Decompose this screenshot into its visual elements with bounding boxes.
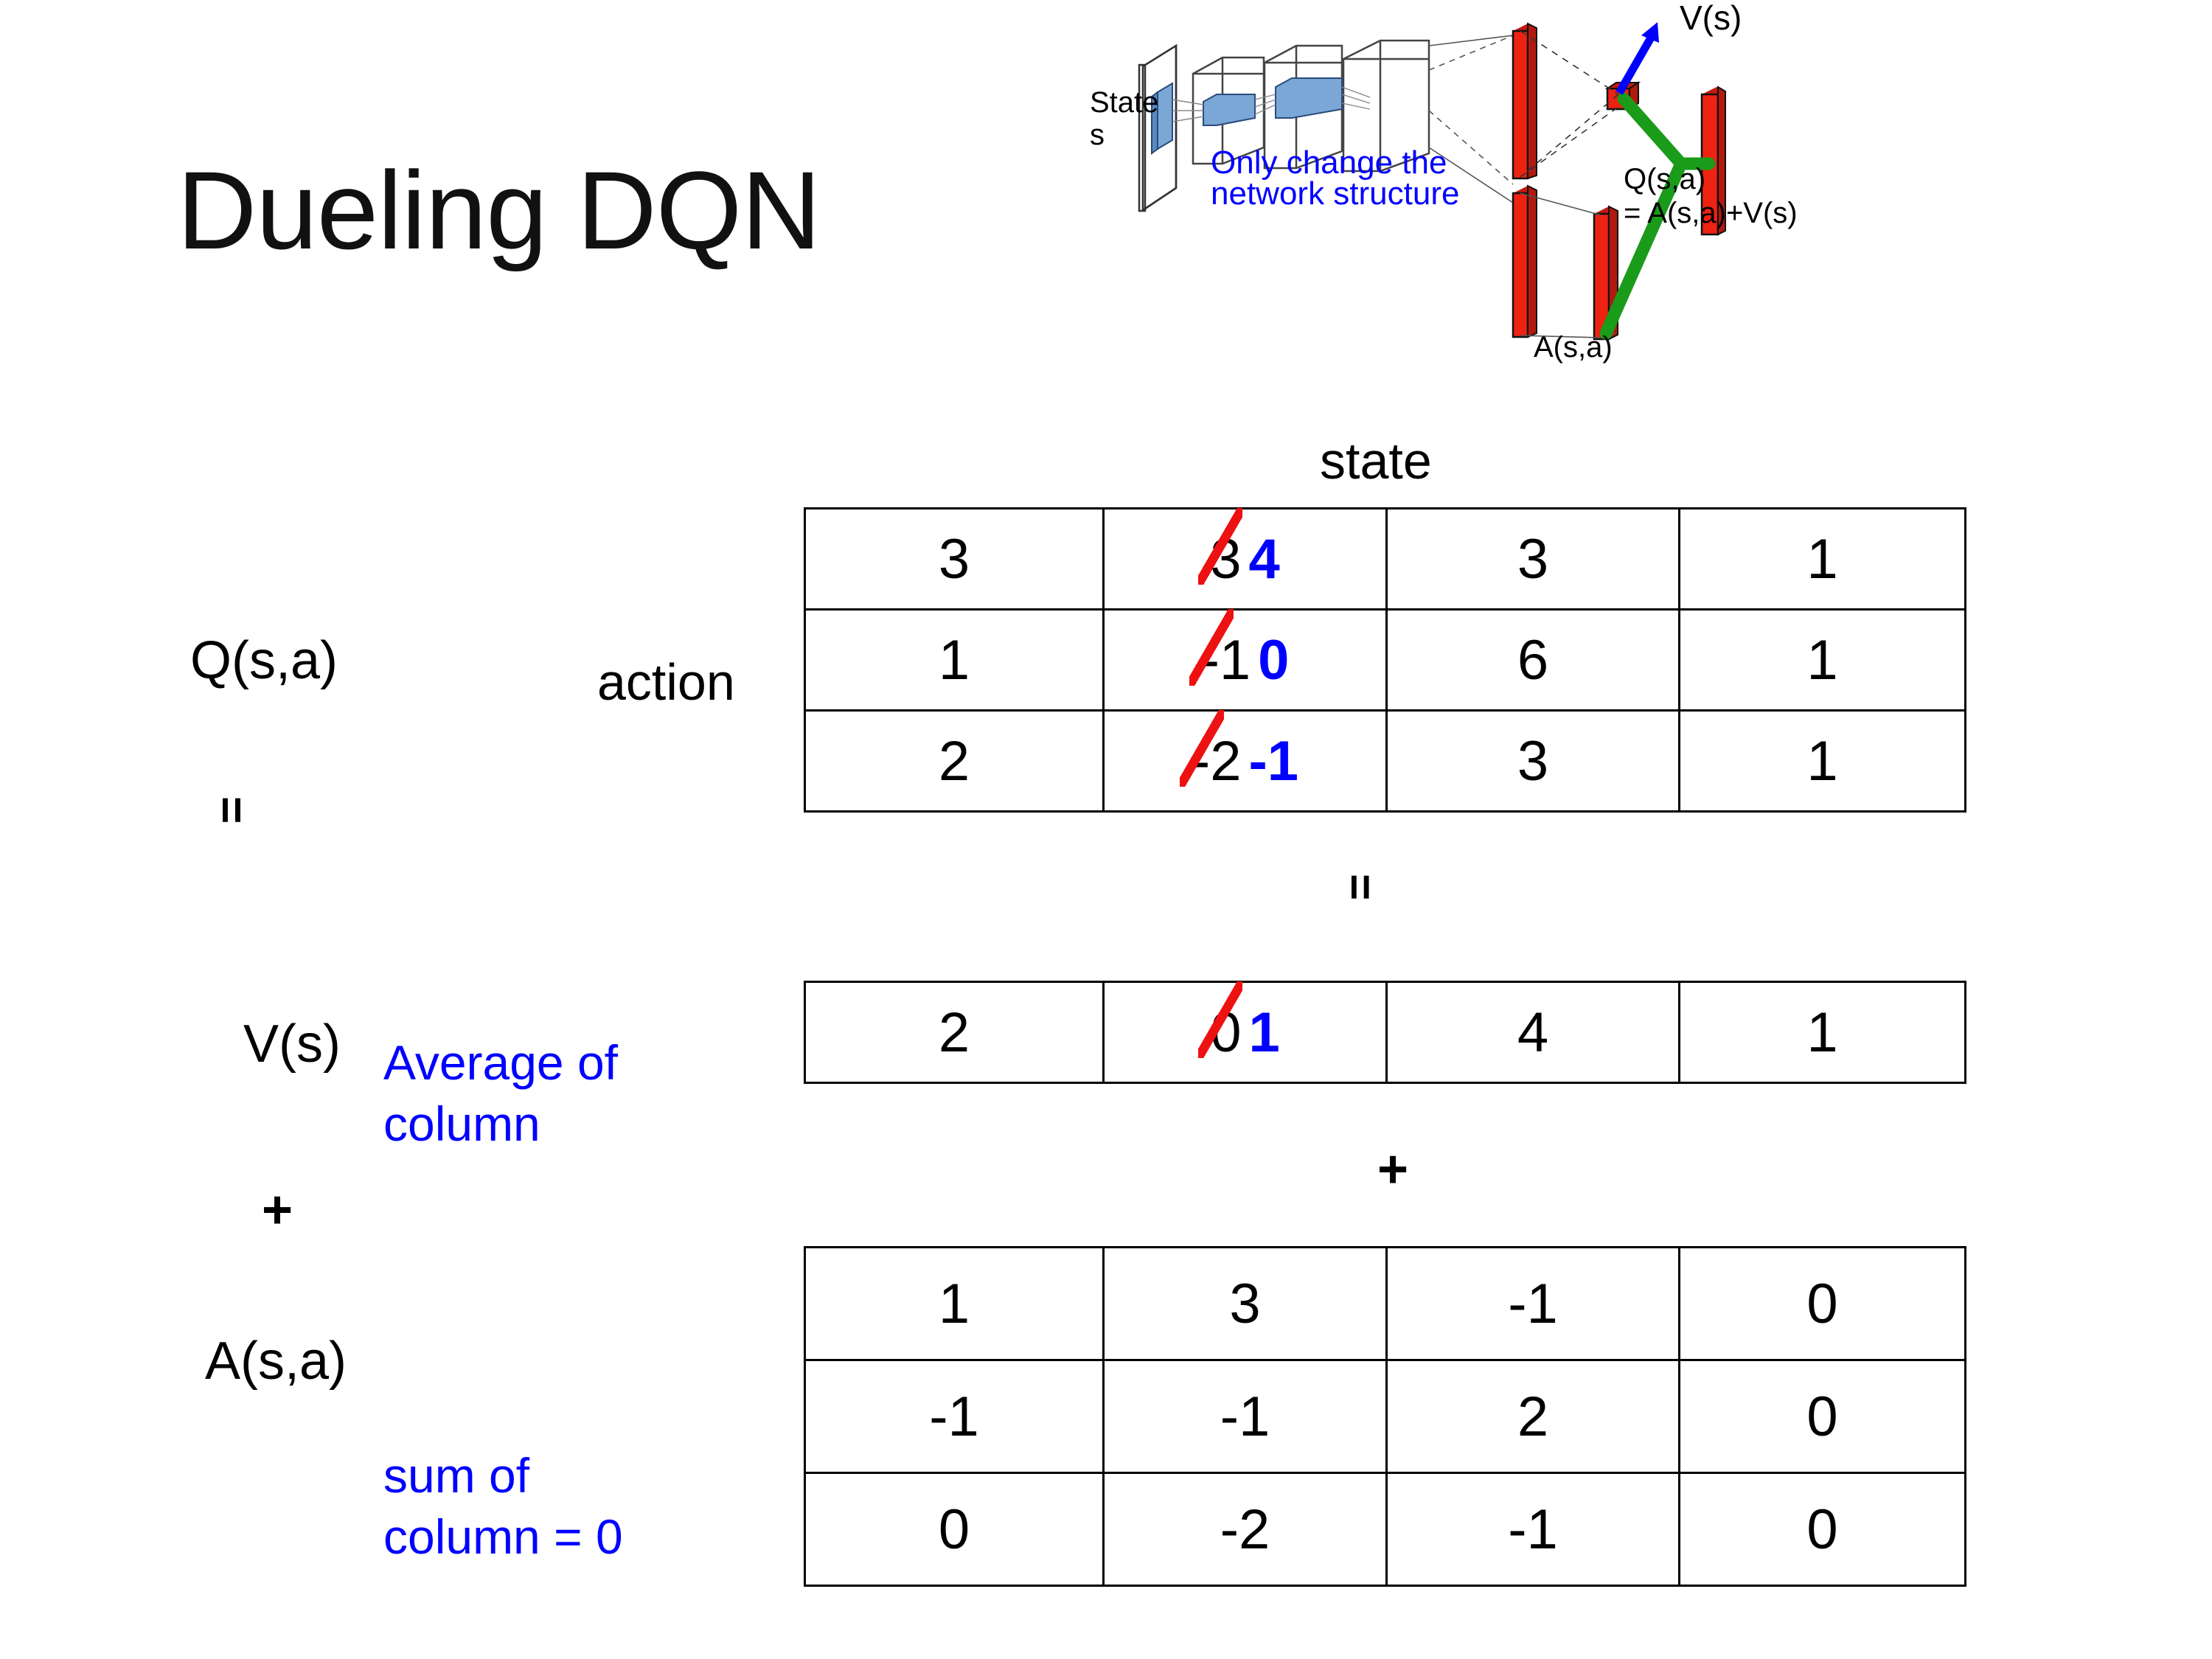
sum-note-line1: sum of bbox=[383, 1448, 530, 1503]
table-cell: 2 bbox=[804, 981, 1105, 1084]
value-arrow bbox=[1615, 22, 1659, 95]
plus-sign-between-tables: + bbox=[1377, 1140, 1409, 1199]
value-stream-label: V(s) bbox=[1680, 0, 1742, 37]
advantage-bar-1 bbox=[1512, 184, 1537, 338]
a-function-label: A(s,a) bbox=[205, 1332, 347, 1391]
average-of-column-note: Average of column bbox=[383, 1032, 618, 1154]
table-cell: 3 bbox=[804, 507, 1105, 611]
table-cell: 0 bbox=[804, 1472, 1105, 1587]
action-axis-label: action bbox=[597, 653, 735, 711]
table-cell: 3 bbox=[1385, 709, 1680, 813]
state-axis-label: state bbox=[1320, 432, 1432, 490]
equals-sign-q-v: = bbox=[206, 796, 259, 824]
struck-old-value: 3 bbox=[1198, 507, 1243, 591]
dueling-network-diagram: State s Only change the network structur… bbox=[1090, 0, 2212, 413]
table-cell: 1 bbox=[1678, 981, 1966, 1084]
struck-old-value: -2 bbox=[1180, 709, 1242, 793]
v-function-label: V(s) bbox=[243, 1015, 341, 1074]
q-function-label: Q(s,a) bbox=[190, 631, 338, 690]
table-cell: -1 bbox=[1385, 1472, 1680, 1587]
sum-note-line2: column = 0 bbox=[383, 1509, 623, 1564]
network-note-line2: network structure bbox=[1211, 175, 1460, 212]
table-cell: 1 bbox=[804, 1246, 1105, 1361]
struck-old-value: 0 bbox=[1198, 981, 1243, 1064]
equals-sign-between-tables: = bbox=[1335, 874, 1385, 901]
table-cell: -2 bbox=[1102, 1472, 1388, 1587]
table-cell: 3 bbox=[1385, 507, 1680, 611]
new-value: 0 bbox=[1258, 628, 1290, 692]
sum-of-column-note: sum of column = 0 bbox=[383, 1445, 623, 1567]
table-cell: 2 bbox=[804, 709, 1105, 813]
new-value: -1 bbox=[1248, 729, 1299, 793]
table-cell: 6 bbox=[1385, 608, 1680, 712]
state-input-label-line1: State bbox=[1090, 86, 1159, 119]
table-cell: 0 bbox=[1678, 1359, 1966, 1474]
table-cell: 1 bbox=[1678, 608, 1966, 712]
table-cell: -1 bbox=[1385, 1246, 1680, 1361]
new-value: 4 bbox=[1248, 527, 1280, 591]
table-cell-edited: -2-1 bbox=[1102, 709, 1388, 813]
table-cell: 1 bbox=[804, 608, 1105, 712]
table-cell: 0 bbox=[1678, 1472, 1966, 1587]
table-cell: 0 bbox=[1678, 1246, 1966, 1361]
advantage-stream-label: A(s,a) bbox=[1534, 331, 1613, 364]
table-cell: 4 bbox=[1385, 981, 1680, 1084]
table-cell: 2 bbox=[1385, 1359, 1680, 1474]
q-output-label-line2: = A(s,a)+V(s) bbox=[1624, 197, 1798, 229]
table-cell: -1 bbox=[804, 1359, 1105, 1474]
network-note-line1: Only change the bbox=[1211, 145, 1447, 181]
q-output-label-line1: Q(s,a) bbox=[1624, 163, 1706, 195]
new-value: 1 bbox=[1248, 1001, 1280, 1064]
table-cell: 1 bbox=[1678, 709, 1966, 813]
state-input-label-line2: s bbox=[1090, 119, 1105, 151]
struck-old-value: -1 bbox=[1189, 608, 1251, 692]
table-cell: -1 bbox=[1102, 1359, 1388, 1474]
table-cell: 3 bbox=[1102, 1246, 1388, 1361]
average-note-line1: Average of bbox=[383, 1035, 619, 1090]
page-title: Dueling DQN bbox=[177, 148, 821, 272]
plus-sign-v-a: + bbox=[262, 1180, 293, 1239]
table-cell: 1 bbox=[1678, 507, 1966, 611]
value-bar bbox=[1512, 22, 1537, 180]
average-note-line2: column bbox=[383, 1096, 540, 1151]
network-svg bbox=[1138, 22, 1726, 341]
